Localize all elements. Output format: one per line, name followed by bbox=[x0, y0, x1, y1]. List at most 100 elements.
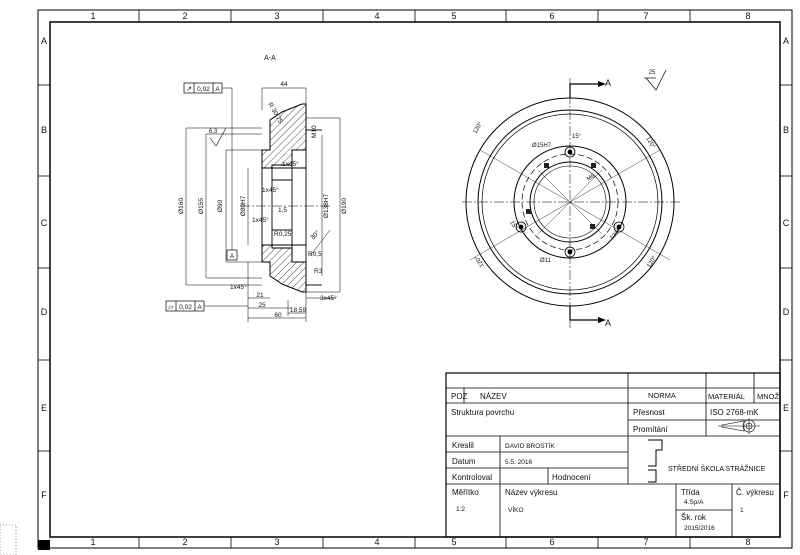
angle-120-inner: 120° bbox=[609, 228, 622, 241]
dim-18-59: 18,59 bbox=[290, 307, 307, 314]
row-labels-left: A B C D E F bbox=[41, 36, 48, 500]
tb-skrok-value: 2015/2016 bbox=[684, 525, 715, 532]
tb-trida-value: 4.Sp/A bbox=[684, 499, 704, 506]
section-title-text: A-A bbox=[264, 55, 276, 62]
datum-label: A bbox=[230, 253, 235, 260]
col-label: 1 bbox=[90, 11, 95, 21]
dim-dia160: Ø160 bbox=[178, 198, 185, 214]
section-dimension-texts: 44 R 30,75 M10 1x45° 1x45° 1,5 1x45° R0,… bbox=[178, 81, 348, 319]
datum-a-box: A bbox=[226, 249, 238, 261]
gdt-flatness-frame: ⏥ 0,02 A bbox=[165, 300, 205, 312]
row-label: E bbox=[41, 403, 47, 413]
row-label: A bbox=[41, 36, 47, 46]
col-label: 8 bbox=[745, 11, 750, 21]
title-block: POZ NÁZEV NORMA MATERIÁL MNOŽ. Struktura… bbox=[445, 372, 781, 538]
dim-chamfer-4: 1x45° bbox=[230, 283, 247, 291]
col-label: 6 bbox=[549, 11, 554, 21]
angle-120-c: 120° bbox=[474, 254, 486, 268]
col-label: 7 bbox=[643, 11, 648, 21]
tb-kontroloval: Kontroloval bbox=[452, 473, 492, 482]
roughness-value: 25 bbox=[649, 70, 656, 76]
tb-kreslil-value: DAVID BROSTÍK bbox=[505, 441, 555, 450]
school-logo-icon bbox=[648, 439, 663, 483]
runout-value: 0,02 bbox=[197, 86, 210, 93]
angle-120-d: 120° bbox=[647, 255, 659, 269]
flatness-value: 0,02 bbox=[179, 304, 192, 311]
tb-cislo-value: 1 bbox=[740, 507, 744, 514]
dim-dia80: Ø80H7 bbox=[240, 195, 247, 216]
dim-chamfer-2: 1x45° bbox=[262, 186, 279, 194]
row-label: C bbox=[41, 218, 48, 228]
projection-symbol-icon bbox=[718, 418, 760, 434]
dim-dia138: Ø138H7 bbox=[323, 194, 330, 219]
gdt-runout-frame: ↗ 0,02 A bbox=[183, 82, 223, 94]
col-label: 5 bbox=[451, 11, 456, 21]
dim-chamfer-3: 1x45° bbox=[252, 216, 269, 224]
tb-nazev-vykresu-value: VÍKO bbox=[508, 505, 524, 514]
column-labels-bottom: 1 2 3 4 5 6 7 8 bbox=[90, 537, 750, 547]
tb-skrok-label: Šk. rok bbox=[681, 513, 707, 522]
dim-r025: R0,25 bbox=[274, 231, 292, 238]
tb-nazev: NÁZEV bbox=[480, 392, 507, 401]
col-label: 1 bbox=[90, 537, 95, 547]
tb-struktura: Struktura povrchu bbox=[451, 408, 514, 417]
section-view: A-A bbox=[165, 55, 348, 322]
tb-meritko-value: 1:2 bbox=[456, 506, 465, 513]
tb-hodnoceni: Hodnocení bbox=[552, 473, 591, 482]
cut-label-top: A bbox=[605, 78, 611, 88]
col-label: 8 bbox=[745, 537, 750, 547]
row-label: E bbox=[783, 403, 789, 413]
col-label: 3 bbox=[274, 537, 279, 547]
hole-dia-11: Ø11 bbox=[540, 258, 552, 264]
front-dimension-texts: 120° 120° 120° 120° 15° Ø15H7 M6 15° Ø11… bbox=[473, 121, 659, 269]
dim-m10: M10 bbox=[311, 125, 318, 138]
column-labels-top: 1 2 3 4 5 6 7 8 bbox=[90, 11, 750, 21]
dim-1-5: 1,5 bbox=[278, 207, 287, 214]
row-label: F bbox=[41, 490, 47, 500]
dim-dia90: Ø90 bbox=[217, 199, 224, 212]
row-labels-right: A B C D E F bbox=[783, 36, 790, 500]
tb-school: STŘEDNÍ ŠKOLA STRÁŽNICE bbox=[668, 464, 766, 473]
center-rays bbox=[469, 149, 671, 261]
angle-15-b: 15° bbox=[508, 220, 518, 231]
section-lower-profile bbox=[261, 244, 307, 293]
cut-label-bottom: A bbox=[605, 318, 611, 328]
tb-trida-label: Třída bbox=[681, 488, 700, 497]
thread-m6: M6 bbox=[586, 173, 597, 183]
dim-30deg: 30° bbox=[309, 229, 322, 242]
row-label: A bbox=[783, 36, 789, 46]
hole-dia-15: Ø15H7 bbox=[532, 143, 552, 149]
tb-meritko-label: Měřítko bbox=[452, 488, 479, 497]
dim-60: 60 bbox=[274, 312, 282, 319]
angle-15: 15° bbox=[572, 134, 582, 140]
col-label: 7 bbox=[643, 537, 648, 547]
col-label: 6 bbox=[549, 537, 554, 547]
row-label: B bbox=[783, 125, 789, 135]
col-label: 5 bbox=[451, 537, 456, 547]
section-upper-profile bbox=[261, 103, 307, 169]
flatness-datum: A bbox=[197, 304, 202, 311]
tb-norma: NORMA bbox=[648, 391, 676, 400]
tb-promitani: Promítání bbox=[633, 425, 668, 434]
tb-presnost-label: Přesnost bbox=[633, 408, 665, 417]
col-label: 4 bbox=[374, 537, 379, 547]
tb-cislo-label: Č. výkresu bbox=[736, 488, 774, 497]
tb-nazev-vykresu-label: Název výkresu bbox=[505, 488, 557, 497]
row-label: C bbox=[783, 218, 790, 228]
holes bbox=[515, 146, 625, 258]
angle-120-b: 120° bbox=[644, 136, 656, 150]
arrow-icon bbox=[598, 81, 606, 87]
inner-frame bbox=[49, 21, 781, 538]
grid-ticks bbox=[38, 10, 792, 548]
row-label: B bbox=[41, 125, 47, 135]
corner-mark bbox=[38, 540, 50, 550]
angle-120-a: 120° bbox=[473, 121, 485, 135]
row-label: F bbox=[783, 490, 789, 500]
tapped-markers bbox=[526, 163, 596, 229]
tb-mnoz: MNOŽ. bbox=[757, 392, 781, 401]
col-label: 4 bbox=[374, 11, 379, 21]
tb-presnost-value: ISO 2768-mK bbox=[710, 408, 759, 417]
tb-kreslil-label: Kreslil bbox=[452, 441, 474, 450]
dim-44: 44 bbox=[280, 81, 288, 88]
